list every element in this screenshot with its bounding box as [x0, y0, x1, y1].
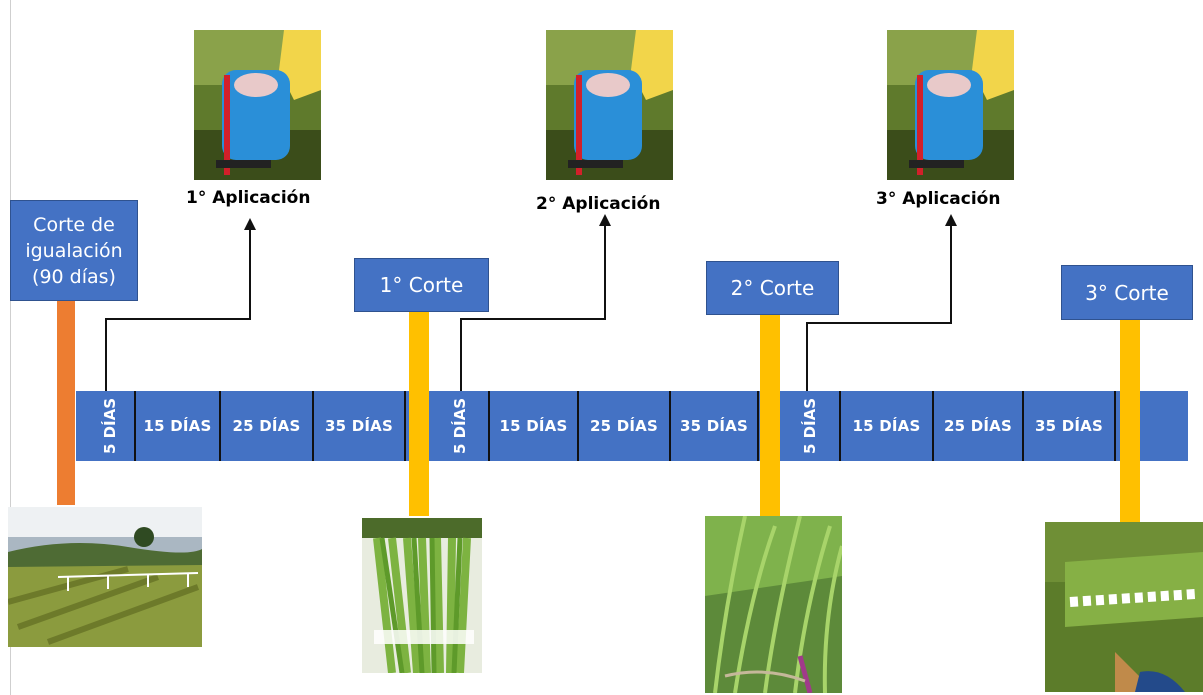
field-plots-photo: [8, 507, 202, 647]
timeline-divider: [134, 391, 136, 461]
equalization-line-2: igualación: [25, 239, 123, 262]
cut-post-1: [409, 312, 429, 516]
connector-line: [105, 318, 251, 320]
interval-35-days: 35 DÍAS: [325, 417, 393, 435]
interval-15-days: 15 DÍAS: [499, 417, 568, 435]
timeline-divider: [488, 391, 490, 461]
timeline-divider: [839, 391, 841, 461]
timeline-divider: [757, 391, 759, 461]
equalization-cut-label: Corte de igualación (90 días): [10, 200, 138, 301]
sprayer-photo-1: [194, 30, 321, 180]
interval-25-days: 25 DÍAS: [944, 417, 1012, 435]
application-label-3: 3° Aplicación: [876, 189, 1001, 209]
equalization-line-3: (90 días): [32, 265, 116, 288]
sprayer-photo-3: [887, 30, 1014, 180]
connector-line: [806, 322, 808, 391]
equalization-cut-post: [57, 300, 75, 505]
grass-closeup-photo: [705, 516, 842, 693]
interval-5-days: 5 DÍAS: [101, 397, 120, 455]
timeline-divider: [669, 391, 671, 461]
timeline-divider: [404, 391, 406, 461]
connector-line: [604, 224, 606, 319]
connector-line: [950, 224, 952, 323]
timeline-divider: [219, 391, 221, 461]
interval-15-days: 15 DÍAS: [852, 417, 921, 435]
cut-label-1: 1° Corte: [354, 258, 489, 312]
equalization-line-1: Corte de: [33, 213, 115, 236]
sprayer-photo-2: [546, 30, 673, 180]
cut-post-3: [1120, 320, 1140, 522]
connector-line: [105, 318, 107, 391]
application-label-1: 1° Aplicación: [186, 188, 311, 208]
interval-5-days: 5 DÍAS: [451, 397, 470, 455]
connector-line: [460, 318, 462, 391]
cut-label-3: 3° Corte: [1061, 265, 1193, 320]
interval-25-days: 25 DÍAS: [232, 417, 301, 435]
timeline-divider: [932, 391, 934, 461]
interval-25-days: 25 DÍAS: [590, 417, 658, 435]
connector-line: [249, 228, 251, 319]
application-label-2: 2° Aplicación: [536, 194, 661, 214]
interval-15-days: 15 DÍAS: [143, 417, 212, 435]
connector-line: [460, 318, 606, 320]
arrow-up-icon: [945, 214, 957, 226]
connector-line: [806, 322, 952, 324]
cut-label-2: 2° Corte: [706, 261, 839, 315]
grass-samples-on-ground-photo: [1045, 522, 1203, 692]
arrow-up-icon: [244, 218, 256, 230]
harvested-grass-bundle-photo: [362, 518, 482, 673]
interval-35-days: 35 DÍAS: [1035, 417, 1103, 435]
interval-5-days: 5 DÍAS: [801, 397, 820, 455]
timeline-bar: [76, 391, 1188, 461]
interval-35-days: 35 DÍAS: [680, 417, 748, 435]
cut-post-2: [760, 314, 780, 516]
page-left-border: [10, 0, 11, 695]
timeline-divider: [1114, 391, 1116, 461]
timeline-divider: [577, 391, 579, 461]
timeline-divider: [1022, 391, 1024, 461]
timeline-divider: [312, 391, 314, 461]
arrow-up-icon: [599, 214, 611, 226]
